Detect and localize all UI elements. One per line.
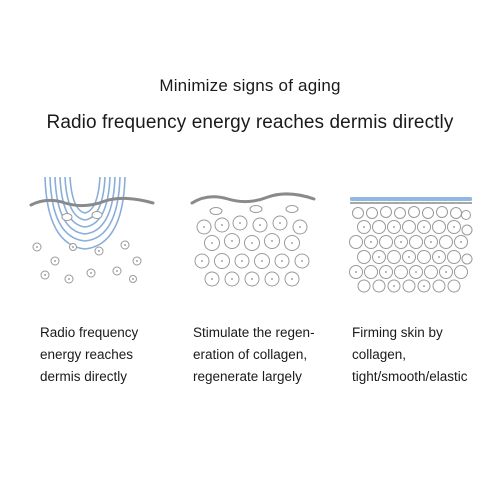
caption-line: dermis directly: [40, 369, 128, 384]
skin-surface-line: [29, 196, 155, 208]
rf-wave-bands: [44, 176, 126, 250]
caption-line: regenerate largely: [193, 369, 302, 384]
collagen-skin-svg: [190, 192, 316, 287]
page-title: Minimize signs of aging: [159, 76, 341, 95]
rf-skin-svg: [29, 176, 155, 284]
skin-surface-line: [190, 192, 316, 205]
firm-surface-layer: [350, 197, 472, 201]
caption-line: eration of collagen,: [193, 347, 308, 362]
packed-cells: [349, 206, 473, 293]
caption-line: tight/smooth/elastic: [352, 369, 468, 384]
caption-line: Firming skin by: [352, 325, 443, 340]
caption-line: Stimulate the regen-: [193, 325, 315, 340]
rf-skin-illustration: [25, 175, 155, 305]
firm-skin-svg: [349, 197, 473, 293]
caption-line: Radio frequency: [40, 325, 139, 340]
firming-skin-illustration: [346, 175, 476, 305]
caption-line: energy reaches: [40, 347, 134, 362]
caption-radio-frequency: Radio frequency energy reaches dermis di…: [40, 322, 138, 388]
sparse-cells: [32, 211, 142, 284]
dense-cells: [194, 205, 310, 287]
caption-collagen: Stimulate the regen- eration of collagen…: [193, 322, 315, 388]
page-subtitle: Radio frequency energy reaches dermis di…: [46, 112, 454, 133]
collagen-regeneration-illustration: [188, 175, 318, 305]
caption-firming: Firming skin by collagen, tight/smooth/e…: [352, 322, 468, 388]
caption-line: collagen,: [352, 347, 407, 362]
